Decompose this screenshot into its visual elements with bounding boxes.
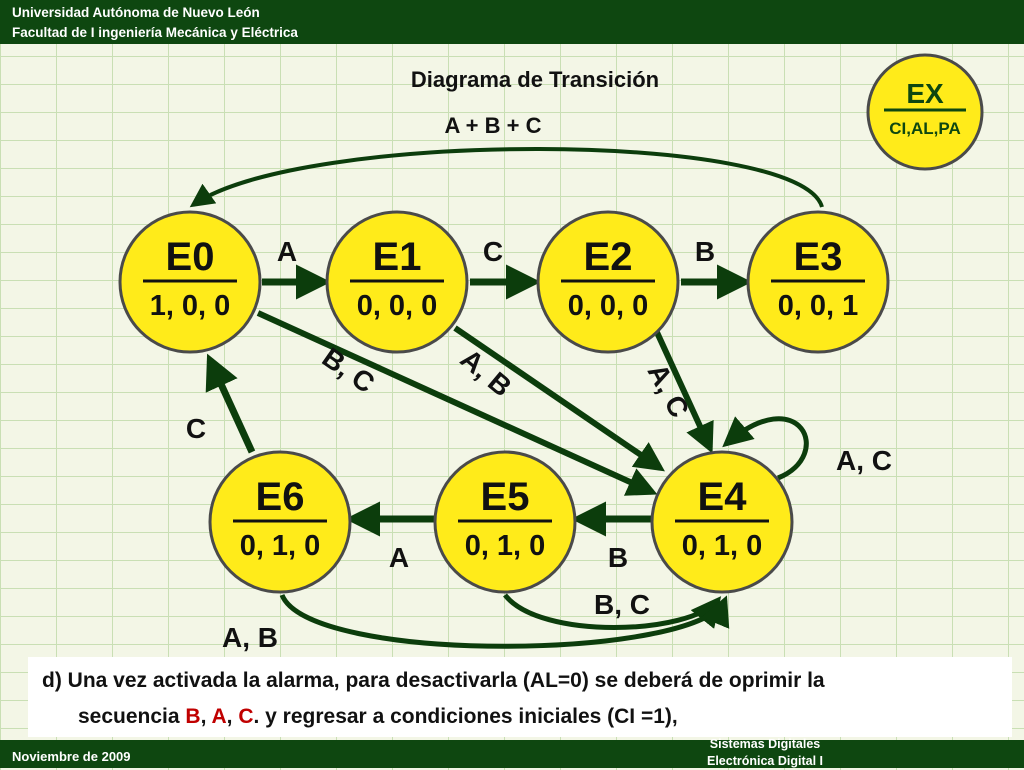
edge-label-E4-E4: A, C xyxy=(836,445,892,476)
state-name: E4 xyxy=(698,475,748,519)
edge-label-E6-E0: C xyxy=(186,413,206,444)
edge-label-E0-E1: A xyxy=(277,236,297,267)
seq-sep-1: , xyxy=(200,705,212,728)
state-output: 1, 0, 0 xyxy=(150,290,231,322)
note-line-2: secuencia B, A, C. y regresar a condicio… xyxy=(42,699,1012,735)
edge-label-E5-E4: B, C xyxy=(594,589,650,620)
state-name: E0 xyxy=(166,235,215,279)
state-name: E2 xyxy=(584,235,633,279)
legend-circle: EX CI,AL,PA xyxy=(866,53,984,171)
seq-a: A xyxy=(211,705,227,728)
note-line-2-end: . y regresar a condiciones iniciales (CI… xyxy=(253,705,678,728)
state-E6: E6 0, 1, 0 xyxy=(208,450,352,594)
edge-label-E5-E6: A xyxy=(389,542,409,573)
state-E1: E1 0, 0, 0 xyxy=(325,210,469,354)
footer-course: Sistemas Digitales Electrónica Digital I xyxy=(690,736,840,770)
state-output: 0, 1, 0 xyxy=(240,530,321,562)
state-E2: E2 0, 0, 0 xyxy=(536,210,680,354)
legend-top: EX xyxy=(906,78,944,109)
state-E0: E0 1, 0, 0 xyxy=(118,210,262,354)
seq-sep-2: , xyxy=(226,705,239,728)
state-name: E1 xyxy=(373,235,422,279)
edge-E0-E4 xyxy=(256,310,658,496)
state-output: 0, 0, 0 xyxy=(357,290,438,322)
footer-course-1: Sistemas Digitales xyxy=(709,737,821,751)
edge-label-E3-E0: A + B + C xyxy=(445,113,542,138)
footer-bar xyxy=(0,740,1024,768)
edge-E4-E4 xyxy=(722,416,809,481)
edge-label-E0-E4: B, C xyxy=(317,341,381,399)
state-E4: E4 0, 1, 0 xyxy=(650,450,794,594)
state-name: E5 xyxy=(481,475,530,519)
edges xyxy=(189,147,824,649)
note-line-1: d) Una vez activada la alarma, para desa… xyxy=(42,669,825,692)
edge-label-E2-E4: A, C xyxy=(642,359,696,423)
edge-label-E4-E5: B xyxy=(608,542,628,573)
footer-date: Noviembre de 2009 xyxy=(12,749,131,764)
edge-E6-E4 xyxy=(279,593,730,649)
note-box: d) Una vez activada la alarma, para desa… xyxy=(28,657,1012,737)
footer-course-2: Electrónica Digital I xyxy=(706,754,823,768)
state-output: 0, 0, 0 xyxy=(568,290,649,322)
legend-bottom: CI,AL,PA xyxy=(889,119,960,138)
state-name: E3 xyxy=(794,235,843,279)
edge-E1-E4 xyxy=(453,325,665,472)
header-bar-tail xyxy=(370,32,1024,44)
edge-label-E2-E3: B xyxy=(695,236,715,267)
state-E3: E3 0, 0, 1 xyxy=(746,210,890,354)
edge-label-E1-E4: A, B xyxy=(455,343,518,403)
edge-label-E1-E2: C xyxy=(483,236,503,267)
diagram-title: Diagrama de Transición xyxy=(411,67,659,92)
seq-c: C xyxy=(238,705,254,728)
edge-label-E6-E4: A, B xyxy=(222,622,278,653)
edge-E3-E0 xyxy=(189,147,824,208)
edge-E2-E4 xyxy=(652,326,714,454)
university-name: Universidad Autónoma de Nuevo León xyxy=(12,5,260,20)
state-output: 0, 1, 0 xyxy=(465,530,546,562)
faculty-name: Facultad de I ingeniería Mecánica y Eléc… xyxy=(12,25,298,40)
edge-E6-E0 xyxy=(205,353,256,454)
state-output: 0, 0, 1 xyxy=(778,290,859,322)
state-E5: E5 0, 1, 0 xyxy=(433,450,577,594)
transition-diagram: Diagrama de Transición EX CI,AL,PA A + B… xyxy=(118,53,984,653)
state-output: 0, 1, 0 xyxy=(682,530,763,562)
state-name: E6 xyxy=(256,475,305,519)
seq-b: B xyxy=(185,705,201,728)
note-line-2-start: secuencia xyxy=(78,705,186,728)
